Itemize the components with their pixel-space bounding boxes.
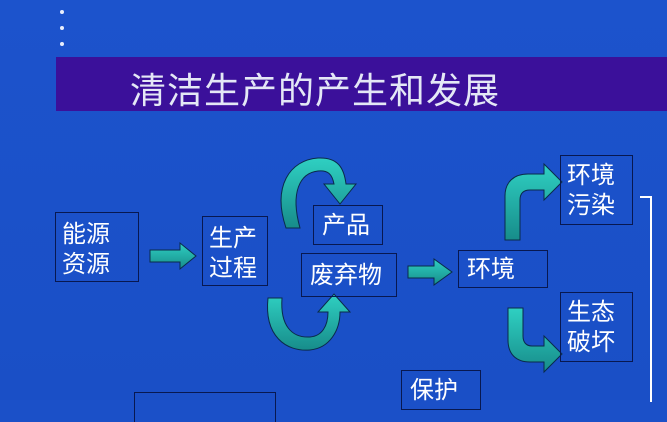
curved-arrow-to-product [280,157,358,229]
node-label: 过程 [209,254,257,282]
node-label: 废弃物 [310,261,382,289]
arrow-energy-to-production [149,241,197,271]
slide-title: 清洁生产的产生和发展 [130,71,501,112]
node-production-process: 生产 过程 [202,216,268,286]
node-label: 破坏 [567,328,615,356]
bullet-dot [60,26,64,30]
curved-arrow-to-waste [267,293,352,351]
node-label: 保护 [410,376,458,404]
node-label: 资源 [62,250,110,278]
node-protect: 保护 [401,370,481,410]
title-bar [56,57,667,111]
bullet-dot [60,42,64,46]
node-label: 能源 [62,220,110,248]
node-environment: 环境 [458,250,548,288]
node-label: 产品 [322,211,370,239]
partial-box-bottom [134,392,276,422]
node-label: 生产 [209,224,257,252]
node-ecological-damage: 生态 破坏 [560,292,633,362]
node-label: 生态 [567,298,615,326]
right-bracket-line [640,196,652,402]
node-label: 环境 [567,161,615,189]
node-energy-resources: 能源 资源 [55,212,139,282]
node-label: 环境 [467,255,515,283]
flow-arrows [149,157,563,374]
node-product: 产品 [313,205,383,245]
bent-arrow-to-pollution [504,162,563,241]
bent-arrow-to-ecology [507,307,563,374]
node-label: 污染 [567,191,615,219]
arrow-waste-to-environment [407,258,453,286]
node-environmental-pollution: 环境 污染 [560,155,633,225]
bullet-dot [60,10,64,14]
node-waste: 废弃物 [301,253,397,297]
